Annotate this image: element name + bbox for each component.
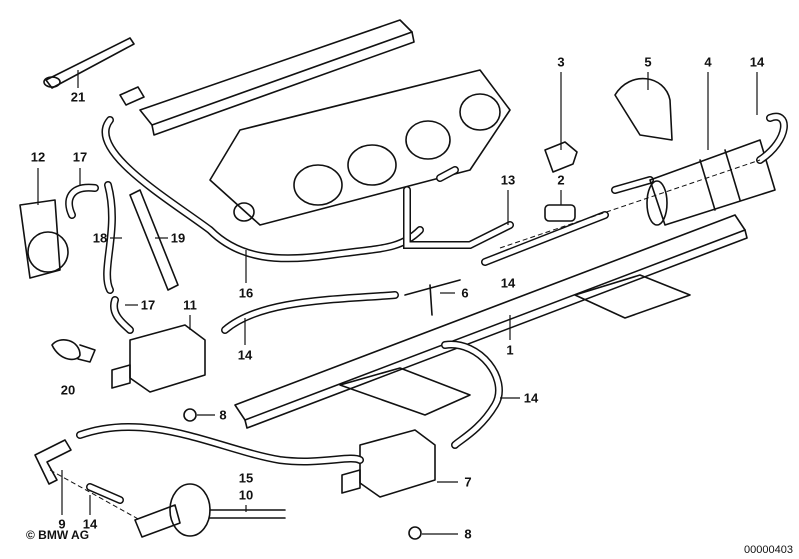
callout-17: 17 — [72, 149, 88, 165]
callout-9: 9 — [58, 516, 66, 532]
callout-6: 6 — [461, 285, 469, 301]
callout-14: 14 — [500, 275, 516, 291]
support-rail-part — [234, 214, 748, 429]
callout-1: 1 — [506, 342, 514, 358]
solenoid-valve-7-part — [341, 429, 436, 498]
callout-16: 16 — [238, 285, 254, 301]
pressure-regulator-part — [86, 483, 286, 538]
callout-3: 3 — [557, 54, 565, 70]
callout-18: 18 — [92, 230, 108, 246]
callout-20: 20 — [60, 382, 76, 398]
cable-tie-part — [43, 37, 135, 89]
callout-15: 15 — [238, 470, 254, 486]
intake-manifold-part — [209, 69, 511, 226]
fuel-rail-part — [119, 19, 415, 136]
callout-8: 8 — [464, 526, 472, 542]
callout-21: 21 — [70, 89, 86, 105]
callout-11: 11 — [183, 297, 197, 313]
leader-lines — [37, 70, 761, 535]
callout-14: 14 — [523, 390, 539, 406]
callout-10: 10 — [238, 487, 254, 503]
callout-19: 19 — [170, 230, 186, 246]
callout-14: 14 — [82, 516, 98, 532]
document-number: 00000403 — [744, 544, 793, 556]
callout-4: 4 — [704, 54, 712, 70]
callout-14: 14 — [237, 347, 253, 363]
copyright-notice: © BMW AG — [26, 528, 90, 542]
fuel-filter-part — [646, 112, 788, 226]
callout-7: 7 — [464, 474, 472, 490]
callout-2: 2 — [557, 172, 565, 188]
callout-5: 5 — [644, 54, 652, 70]
callout-14: 14 — [749, 54, 765, 70]
callout-13: 13 — [500, 172, 516, 188]
callout-17: 17 — [140, 297, 156, 313]
solenoid-valve-11-part — [111, 324, 206, 393]
callout-8: 8 — [219, 407, 227, 423]
callout-12: 12 — [30, 149, 46, 165]
